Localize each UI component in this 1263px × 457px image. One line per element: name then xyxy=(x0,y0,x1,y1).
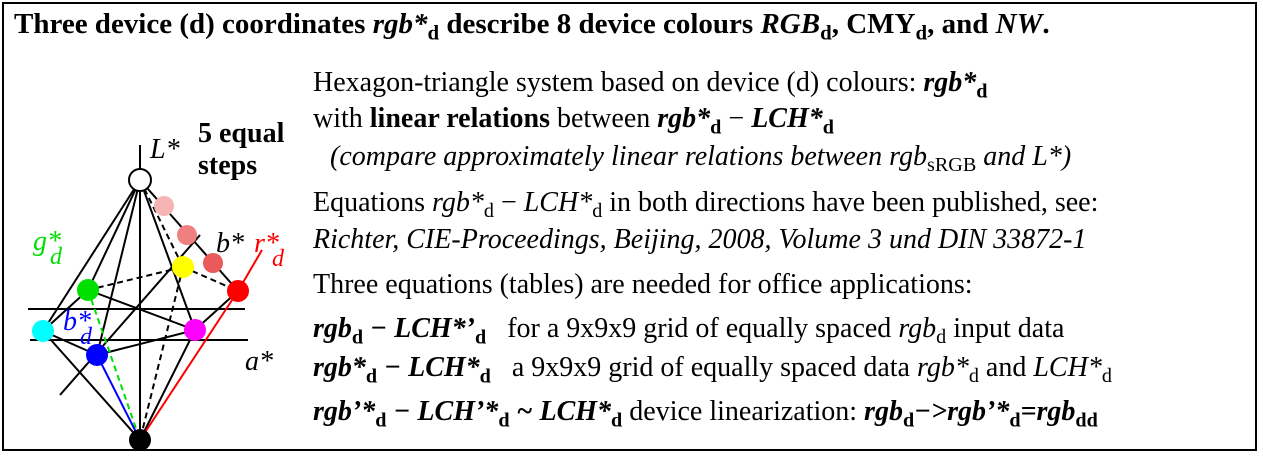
intro-line-2: with linear relations between rgb*d − LC… xyxy=(313,103,834,139)
step-dot-2 xyxy=(177,225,197,245)
magenta-point xyxy=(184,319,206,341)
b-device-sub: d xyxy=(80,324,93,350)
l-axis-label: L* xyxy=(149,134,180,165)
black-point xyxy=(129,429,151,451)
step-dot-3 xyxy=(203,253,223,273)
r-axis-label: r* xyxy=(254,228,279,259)
cyan-point xyxy=(32,320,54,342)
edge-yellow-k xyxy=(139,266,184,441)
equations-line-1: Equations rgb*d − LCH*d in both directio… xyxy=(313,187,1099,223)
equations-line-3: Three equations (tables) are needed for … xyxy=(313,269,973,300)
green-point xyxy=(77,279,99,301)
table-row-2: rgb*d − LCH*d a 9x9x9 grid of equally sp… xyxy=(313,352,1112,388)
g-axis-sub: d xyxy=(50,244,63,270)
hexagon-triangle-diagram: L* b* r* d g* d b* d a* xyxy=(28,134,285,451)
edge-w-green xyxy=(87,179,141,291)
edge-w-blue xyxy=(96,179,141,356)
blue-axis-line xyxy=(96,354,141,441)
intro-line-3: (compare approximately linear relations … xyxy=(330,141,1072,177)
table-row-3: rgb’*d − LCH’*d ~ LCH*d device lineariza… xyxy=(313,396,1098,432)
red-axis-line xyxy=(139,290,239,441)
edge-green-magenta xyxy=(87,289,196,331)
edge-magenta-k xyxy=(139,329,196,441)
r-axis-sub: d xyxy=(272,246,285,272)
white-point xyxy=(128,168,152,192)
edge-blue-magenta xyxy=(96,329,196,356)
table-row-1: rgbd − LCH*’d for a 9x9x9 grid of equall… xyxy=(313,313,1065,349)
step-dot-1 xyxy=(154,196,174,216)
intro-line-1: Hexagon-triangle system based on device … xyxy=(313,67,988,103)
edge-w-cyan xyxy=(42,179,141,332)
b-axis-label: b* xyxy=(216,228,244,259)
frame-border xyxy=(2,2,1257,451)
b-device-label: b* xyxy=(63,306,91,337)
red-point xyxy=(227,280,249,302)
equations-line-2: Richter, CIE-Proceedings, Beijing, 2008,… xyxy=(313,224,1087,255)
edge-cyan-k xyxy=(42,330,141,441)
yellow-point xyxy=(172,256,194,278)
a-axis-label: a* xyxy=(245,346,273,377)
edge-green-yellow xyxy=(87,266,184,291)
blue-point xyxy=(86,344,108,366)
green-axis-line xyxy=(87,289,141,441)
page-title: Three device (d) coordinates rgb*d descr… xyxy=(14,8,1050,45)
g-axis-label: g* xyxy=(33,226,61,257)
edge-w-magenta xyxy=(139,179,196,331)
edge-w-yellow xyxy=(139,179,184,268)
